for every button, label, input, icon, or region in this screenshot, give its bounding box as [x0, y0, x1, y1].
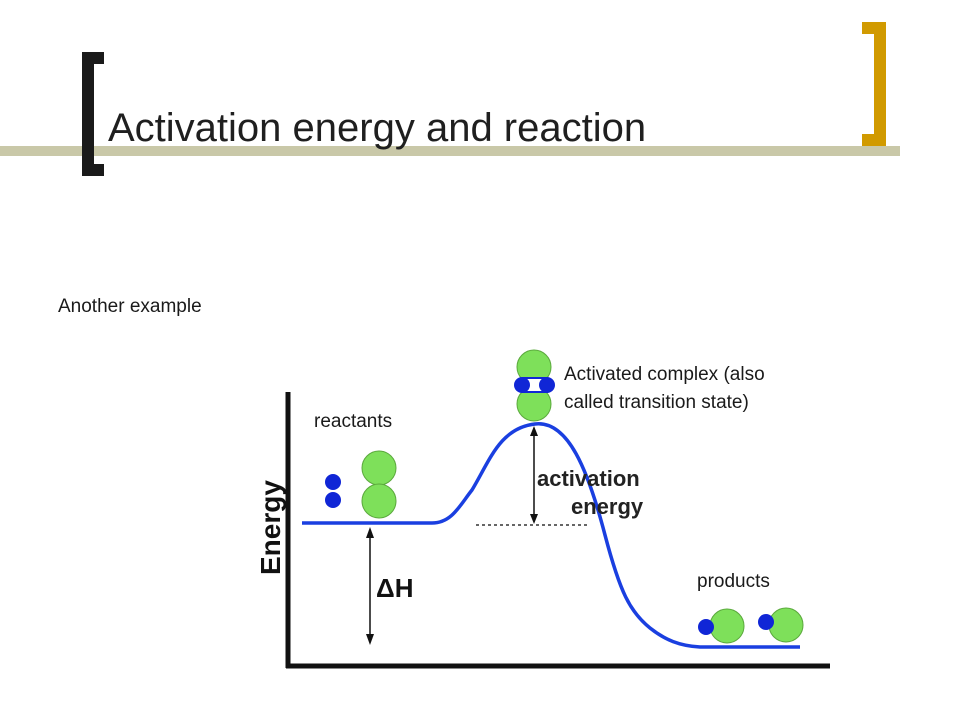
reactant-molecule-small: [325, 492, 341, 508]
complex-molecule-small: [539, 377, 555, 393]
slide-title: Activation energy and reaction: [108, 106, 647, 150]
reactant-molecule-small: [325, 474, 341, 490]
arrowhead-up: [366, 527, 374, 538]
reactant-molecule-large: [361, 483, 397, 519]
energy-axis-label: Energy: [255, 480, 286, 575]
reaction-energy-curve: [302, 422, 800, 649]
product-molecule-large: [768, 607, 804, 643]
product-molecule-small: [698, 619, 714, 635]
arrowhead-up: [530, 426, 538, 436]
arrowhead-down: [530, 514, 538, 524]
activated-complex-label-line1: Activated complex (also: [564, 364, 765, 385]
activation-energy-label-line2: energy: [571, 494, 644, 519]
product-molecule-large: [709, 608, 745, 644]
products-label: products: [697, 571, 770, 592]
title-underline-bar: [0, 146, 900, 156]
left-bracket-decoration: [82, 52, 104, 176]
reactants-label: reactants: [314, 411, 392, 432]
reactant-molecule-large: [361, 450, 397, 486]
complex-molecule-small: [514, 377, 530, 393]
arrowhead-down: [366, 634, 374, 645]
right-bracket-decoration: [862, 22, 886, 146]
slide-subtitle: Another example: [58, 296, 202, 317]
enthalpy-label: ΔH: [376, 573, 413, 603]
product-molecule-small: [758, 614, 774, 630]
activated-complex-label-line2: called transition state): [564, 392, 749, 413]
activation-energy-label-line1: activation: [537, 466, 640, 491]
